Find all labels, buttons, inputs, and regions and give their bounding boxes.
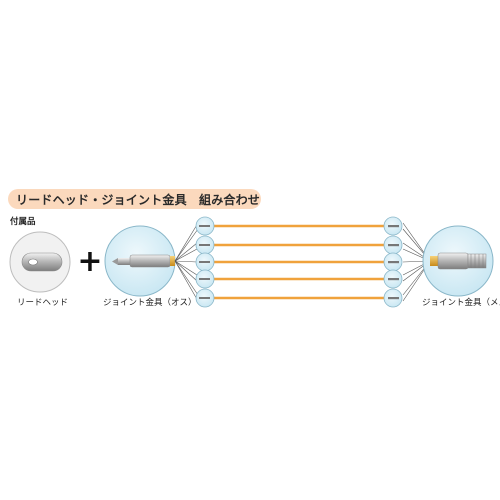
- joint-male-circle: [104, 225, 176, 297]
- accessory-label: 付属品: [10, 217, 36, 227]
- rod-2: [195, 235, 403, 255]
- joint-male-image: [112, 254, 175, 268]
- rod-1: [195, 216, 403, 236]
- lead-head-label: リードヘッド: [17, 298, 69, 308]
- joint-female-image: [430, 252, 487, 270]
- title-banner: [8, 189, 261, 209]
- rod-5: [195, 288, 403, 308]
- page-title: リードヘッド・ジョイント金具 組み合わせ: [16, 193, 261, 207]
- rod-3: [195, 252, 403, 272]
- rod-set: [195, 216, 403, 308]
- rod-4: [195, 269, 403, 289]
- lead-head-image: [21, 252, 63, 272]
- plus-sign: +: [77, 244, 102, 279]
- joint-female-circle: [422, 225, 494, 297]
- joint-female-label: ジョイント金具（メス）: [422, 298, 500, 308]
- lead-head-circle: [9, 231, 71, 293]
- connector-lines-left: [174, 222, 199, 302]
- joint-male-label: ジョイント金具（オス）: [103, 298, 197, 308]
